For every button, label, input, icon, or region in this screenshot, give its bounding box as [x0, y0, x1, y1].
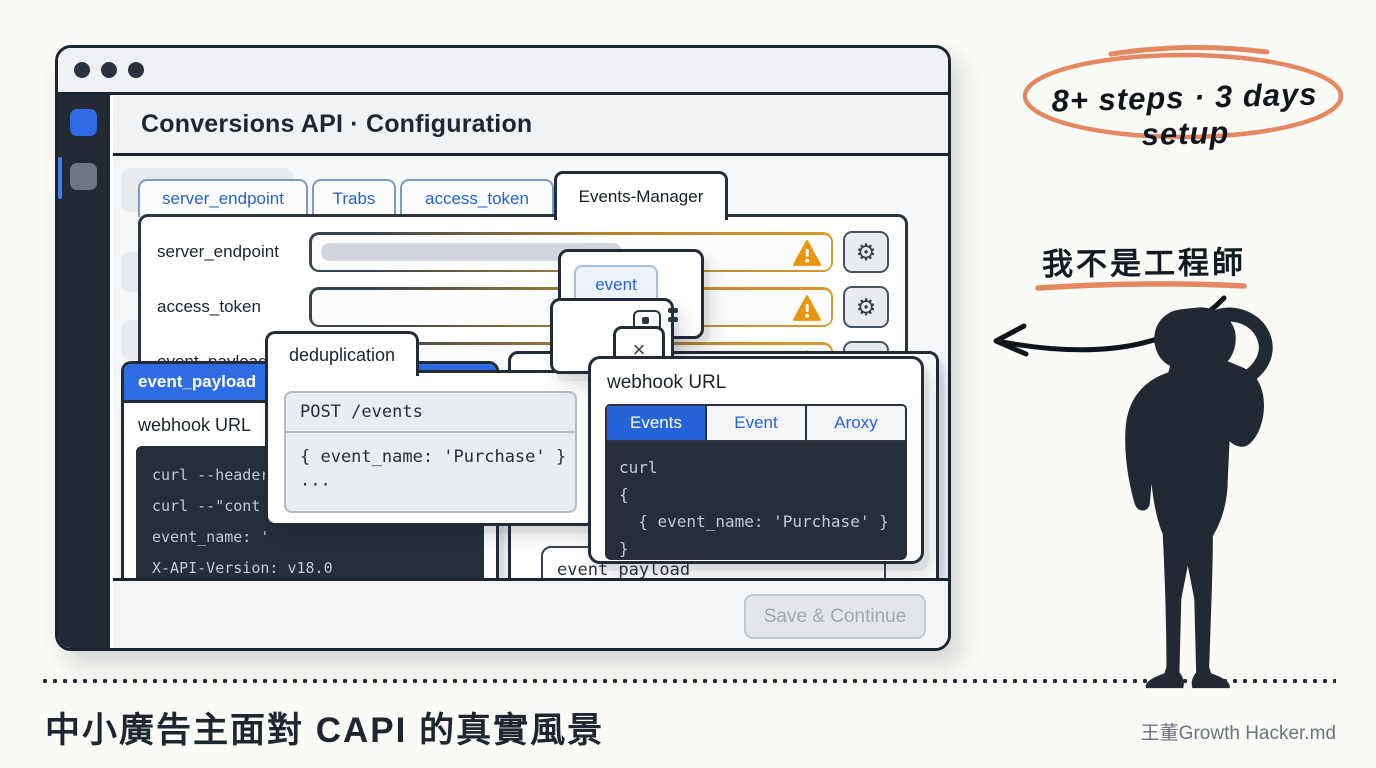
note-text: 我不是工程師: [1041, 245, 1247, 282]
gear-icon[interactable]: ⚙: [843, 231, 889, 273]
drag-handle-icon[interactable]: [668, 308, 678, 326]
webhook-dialog-title: webhook URL: [607, 372, 727, 393]
request-card: POST /events { event_name: 'Purchase' }·…: [284, 391, 577, 513]
badge-ellipse-icon: [1022, 44, 1344, 140]
webhook-dialog: webhook URL Events Event Aroxy curl{ { e…: [588, 356, 924, 564]
page-title: Conversions API · Configuration: [141, 109, 533, 138]
config-main-area: server_endpoint Trabs access_token Event…: [113, 156, 948, 648]
traffic-light-icon[interactable]: [74, 62, 90, 78]
field-label: access_token: [157, 297, 261, 316]
webhook-tabs: Events Event Aroxy: [605, 404, 907, 442]
webhook-tab-event[interactable]: Event: [707, 406, 807, 440]
window-footer: Save & Continue: [113, 578, 948, 648]
form-row-server-endpoint: server_endpoint ⚙: [157, 231, 889, 273]
badge-text: 8+ steps · 3 days setup: [1051, 76, 1318, 153]
credit-text: 王董Growth Hacker.md: [1140, 723, 1336, 744]
webhook-url-label: webhook URL: [138, 415, 252, 435]
dotted-divider: [40, 678, 1336, 684]
request-line: POST /events: [286, 393, 575, 433]
warning-icon: [792, 239, 821, 271]
confused-person-icon: [1125, 307, 1273, 689]
page-header: Conversions API · Configuration: [113, 95, 948, 156]
tab-access-token[interactable]: access_token: [400, 179, 554, 217]
tab-server-endpoint[interactable]: server_endpoint: [138, 179, 308, 217]
save-continue-button[interactable]: Save & Continue: [744, 594, 926, 639]
sidebar-settings-icon[interactable]: [70, 163, 97, 190]
window-titlebar: [58, 48, 948, 95]
request-body: { event_name: 'Purchase' }···: [300, 447, 567, 495]
app-window: Conversions API · Configuration server_e…: [55, 45, 951, 651]
note-underline-icon: [1035, 281, 1247, 291]
webhook-tab-events[interactable]: Events: [607, 406, 707, 440]
warning-icon: [792, 294, 821, 326]
sidebar-app-icon[interactable]: [70, 109, 97, 136]
sidebar-active-indicator: [58, 157, 62, 199]
setup-badge: 8+ steps · 3 days setup: [1015, 40, 1355, 152]
form-row-access-token: access_token ⚙: [157, 286, 889, 328]
app-sidebar: [58, 95, 113, 648]
deduplication-dialog: deduplication POST /events { event_name:…: [265, 331, 596, 526]
field-label: server_endpoint: [157, 242, 279, 261]
traffic-light-icon[interactable]: [101, 62, 117, 78]
gear-icon[interactable]: ⚙: [843, 286, 889, 328]
tab-trabs[interactable]: Trabs: [312, 179, 396, 217]
traffic-light-icon[interactable]: [128, 62, 144, 78]
tab-events-manager[interactable]: Events-Manager: [554, 171, 728, 220]
webhook-code-block: curl{ { event_name: 'Purchase' }}: [605, 442, 907, 560]
deduplication-tab[interactable]: deduplication: [265, 331, 419, 376]
input-value-bar: [320, 243, 622, 261]
webhook-tab-aroxy[interactable]: Aroxy: [807, 406, 905, 440]
caption-text: 中小廣告主面對 CAPI 的真實風景: [45, 711, 605, 750]
